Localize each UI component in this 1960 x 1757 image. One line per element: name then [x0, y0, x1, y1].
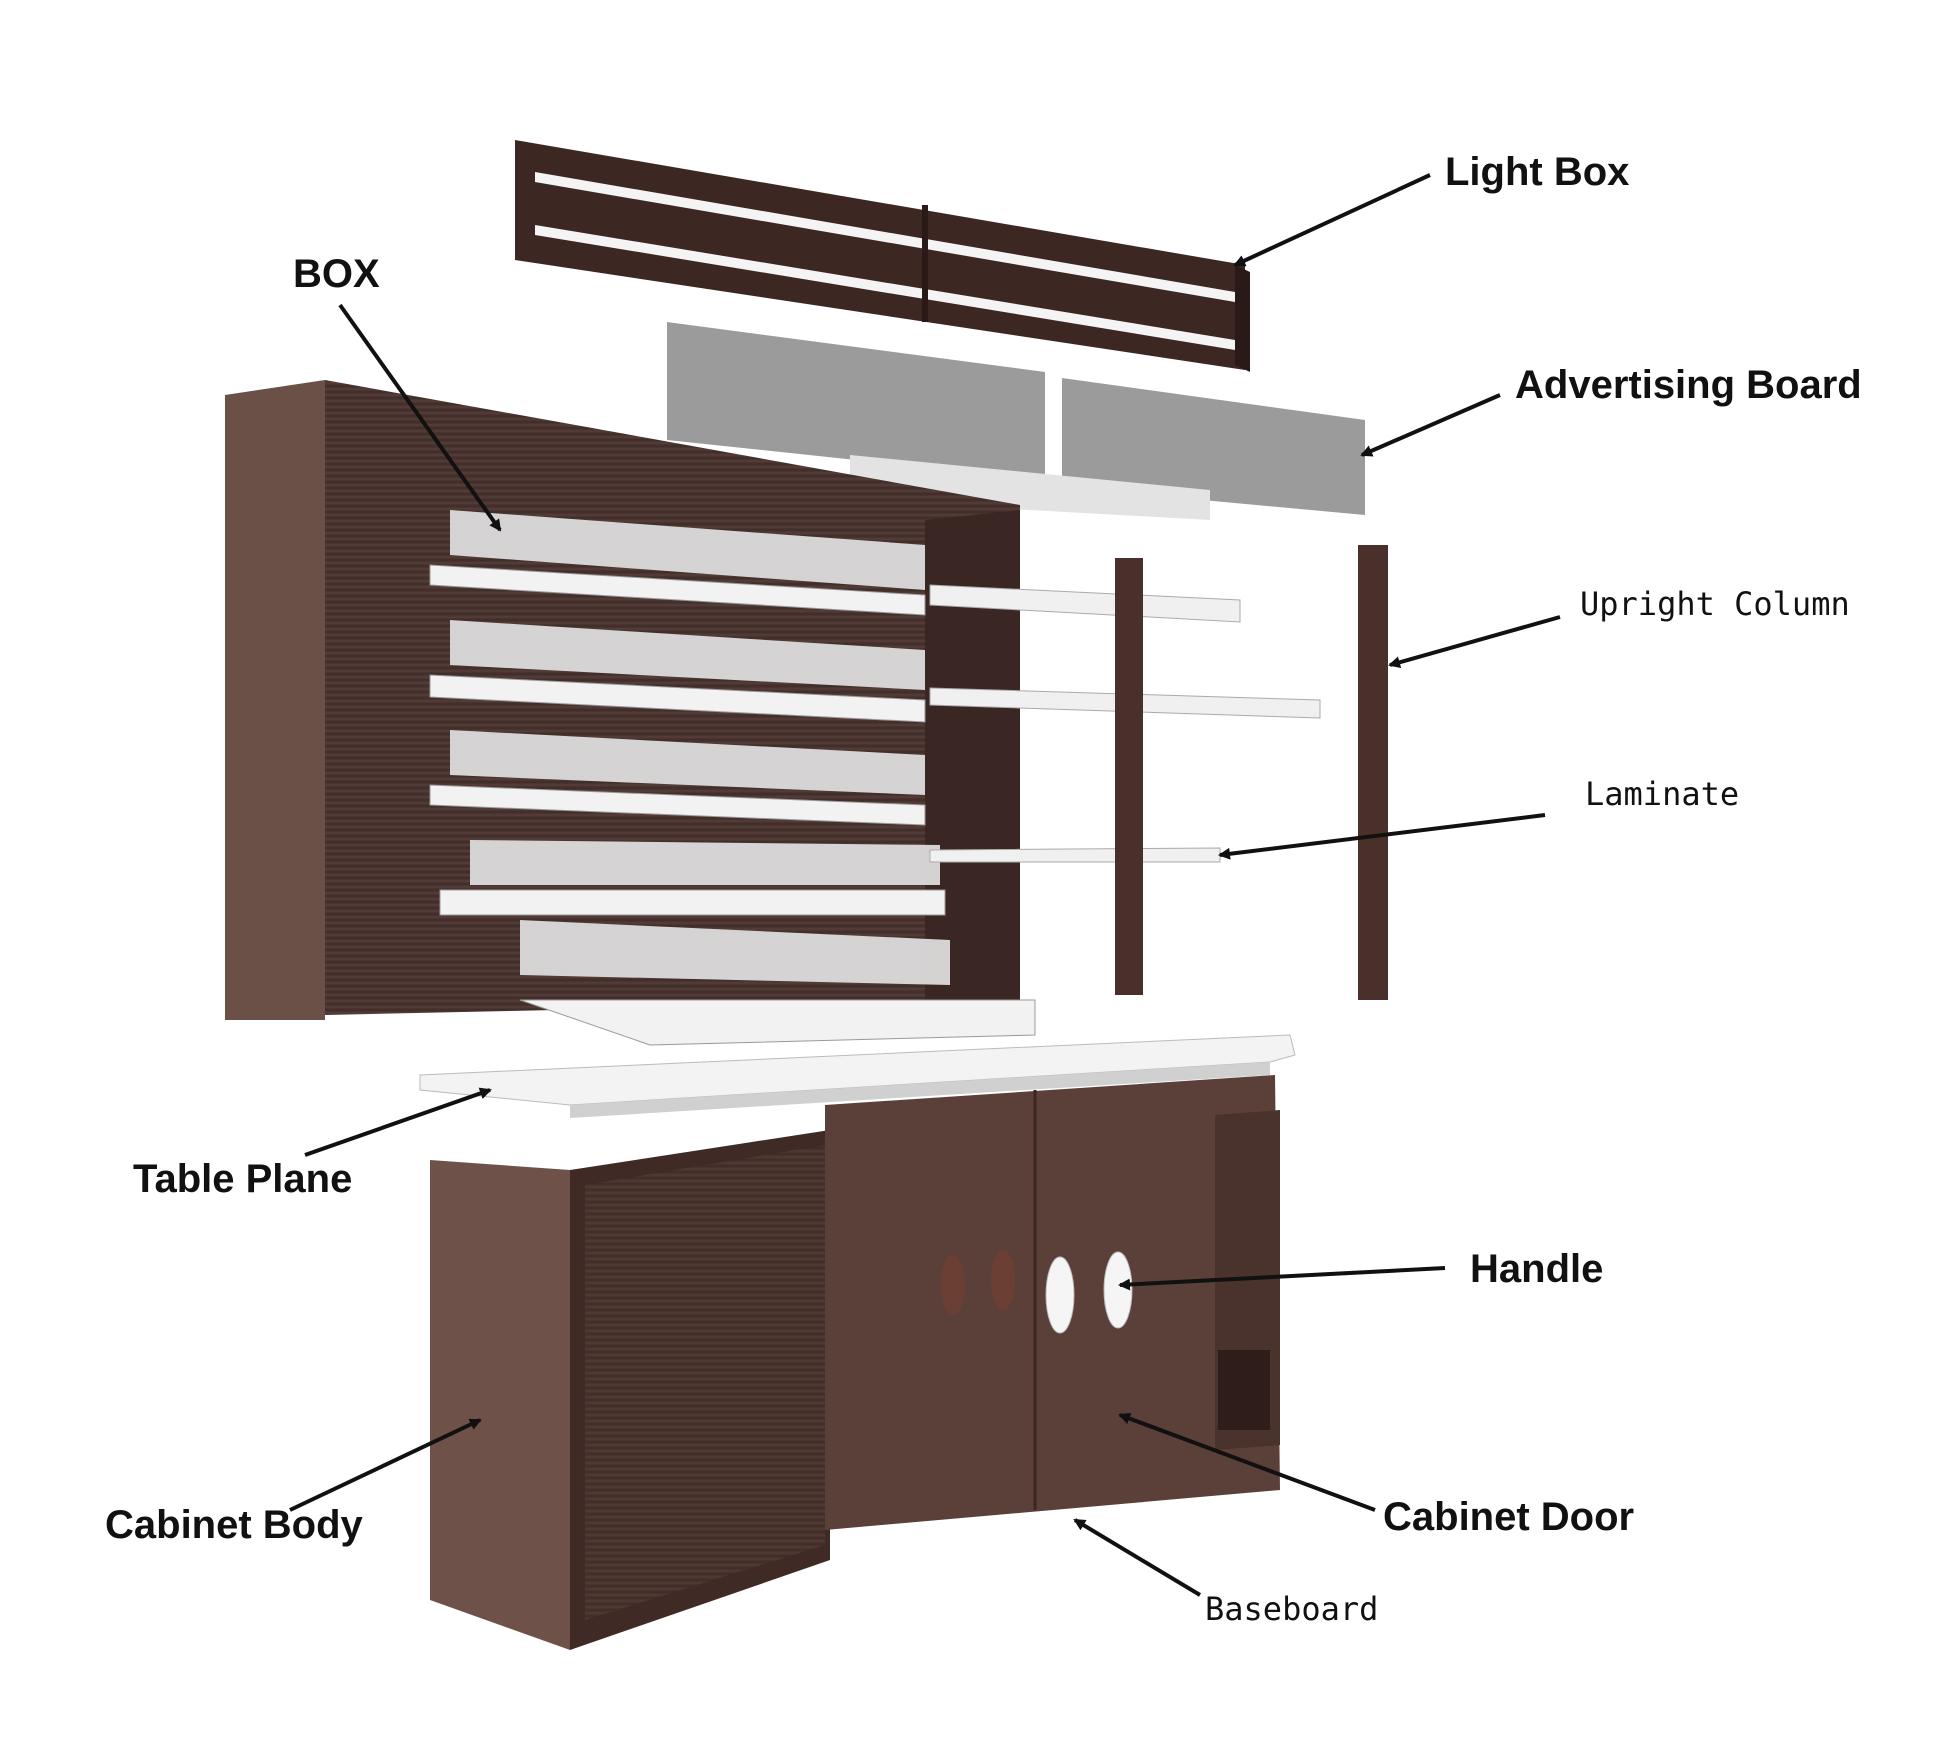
cabinet-body — [430, 1130, 830, 1650]
label-light-box: Light Box — [1445, 150, 1629, 194]
label-cabinet-body: Cabinet Body — [105, 1503, 364, 1547]
label-upright-column: Upright Column — [1580, 585, 1850, 623]
label-box: BOX — [293, 252, 380, 296]
label-laminate: Laminate — [1585, 775, 1739, 813]
label-cabinet-door: Cabinet Door — [1383, 1495, 1634, 1539]
arrow-table-plane — [304, 1087, 492, 1157]
labels: Light Box BOX Advertising Board Upright … — [105, 150, 1862, 1628]
arrow-cabinet-body — [289, 1418, 482, 1512]
arrow-box — [338, 303, 502, 532]
arrow-baseboard — [1073, 1518, 1202, 1597]
label-handle: Handle — [1470, 1247, 1603, 1291]
label-baseboard: Baseboard — [1205, 1590, 1378, 1628]
upright-columns — [1115, 545, 1388, 1000]
label-table-plane: Table Plane — [133, 1157, 352, 1201]
arrow-handle — [1118, 1266, 1446, 1291]
advertising-board — [667, 322, 1365, 520]
light-box — [515, 140, 1250, 372]
arrow-cabinet-door — [1118, 1412, 1376, 1512]
arrow-laminate — [1218, 813, 1546, 860]
handles — [941, 1250, 1133, 1334]
label-advertising-board: Advertising Board — [1515, 363, 1862, 407]
arrow-upright-column — [1388, 615, 1561, 669]
leader-lines — [289, 173, 1561, 1597]
shelves — [429, 510, 1036, 1046]
arrow-advertising-board — [1360, 393, 1501, 457]
arrow-light-box — [1233, 173, 1431, 267]
table-plane — [419, 1034, 1296, 1118]
